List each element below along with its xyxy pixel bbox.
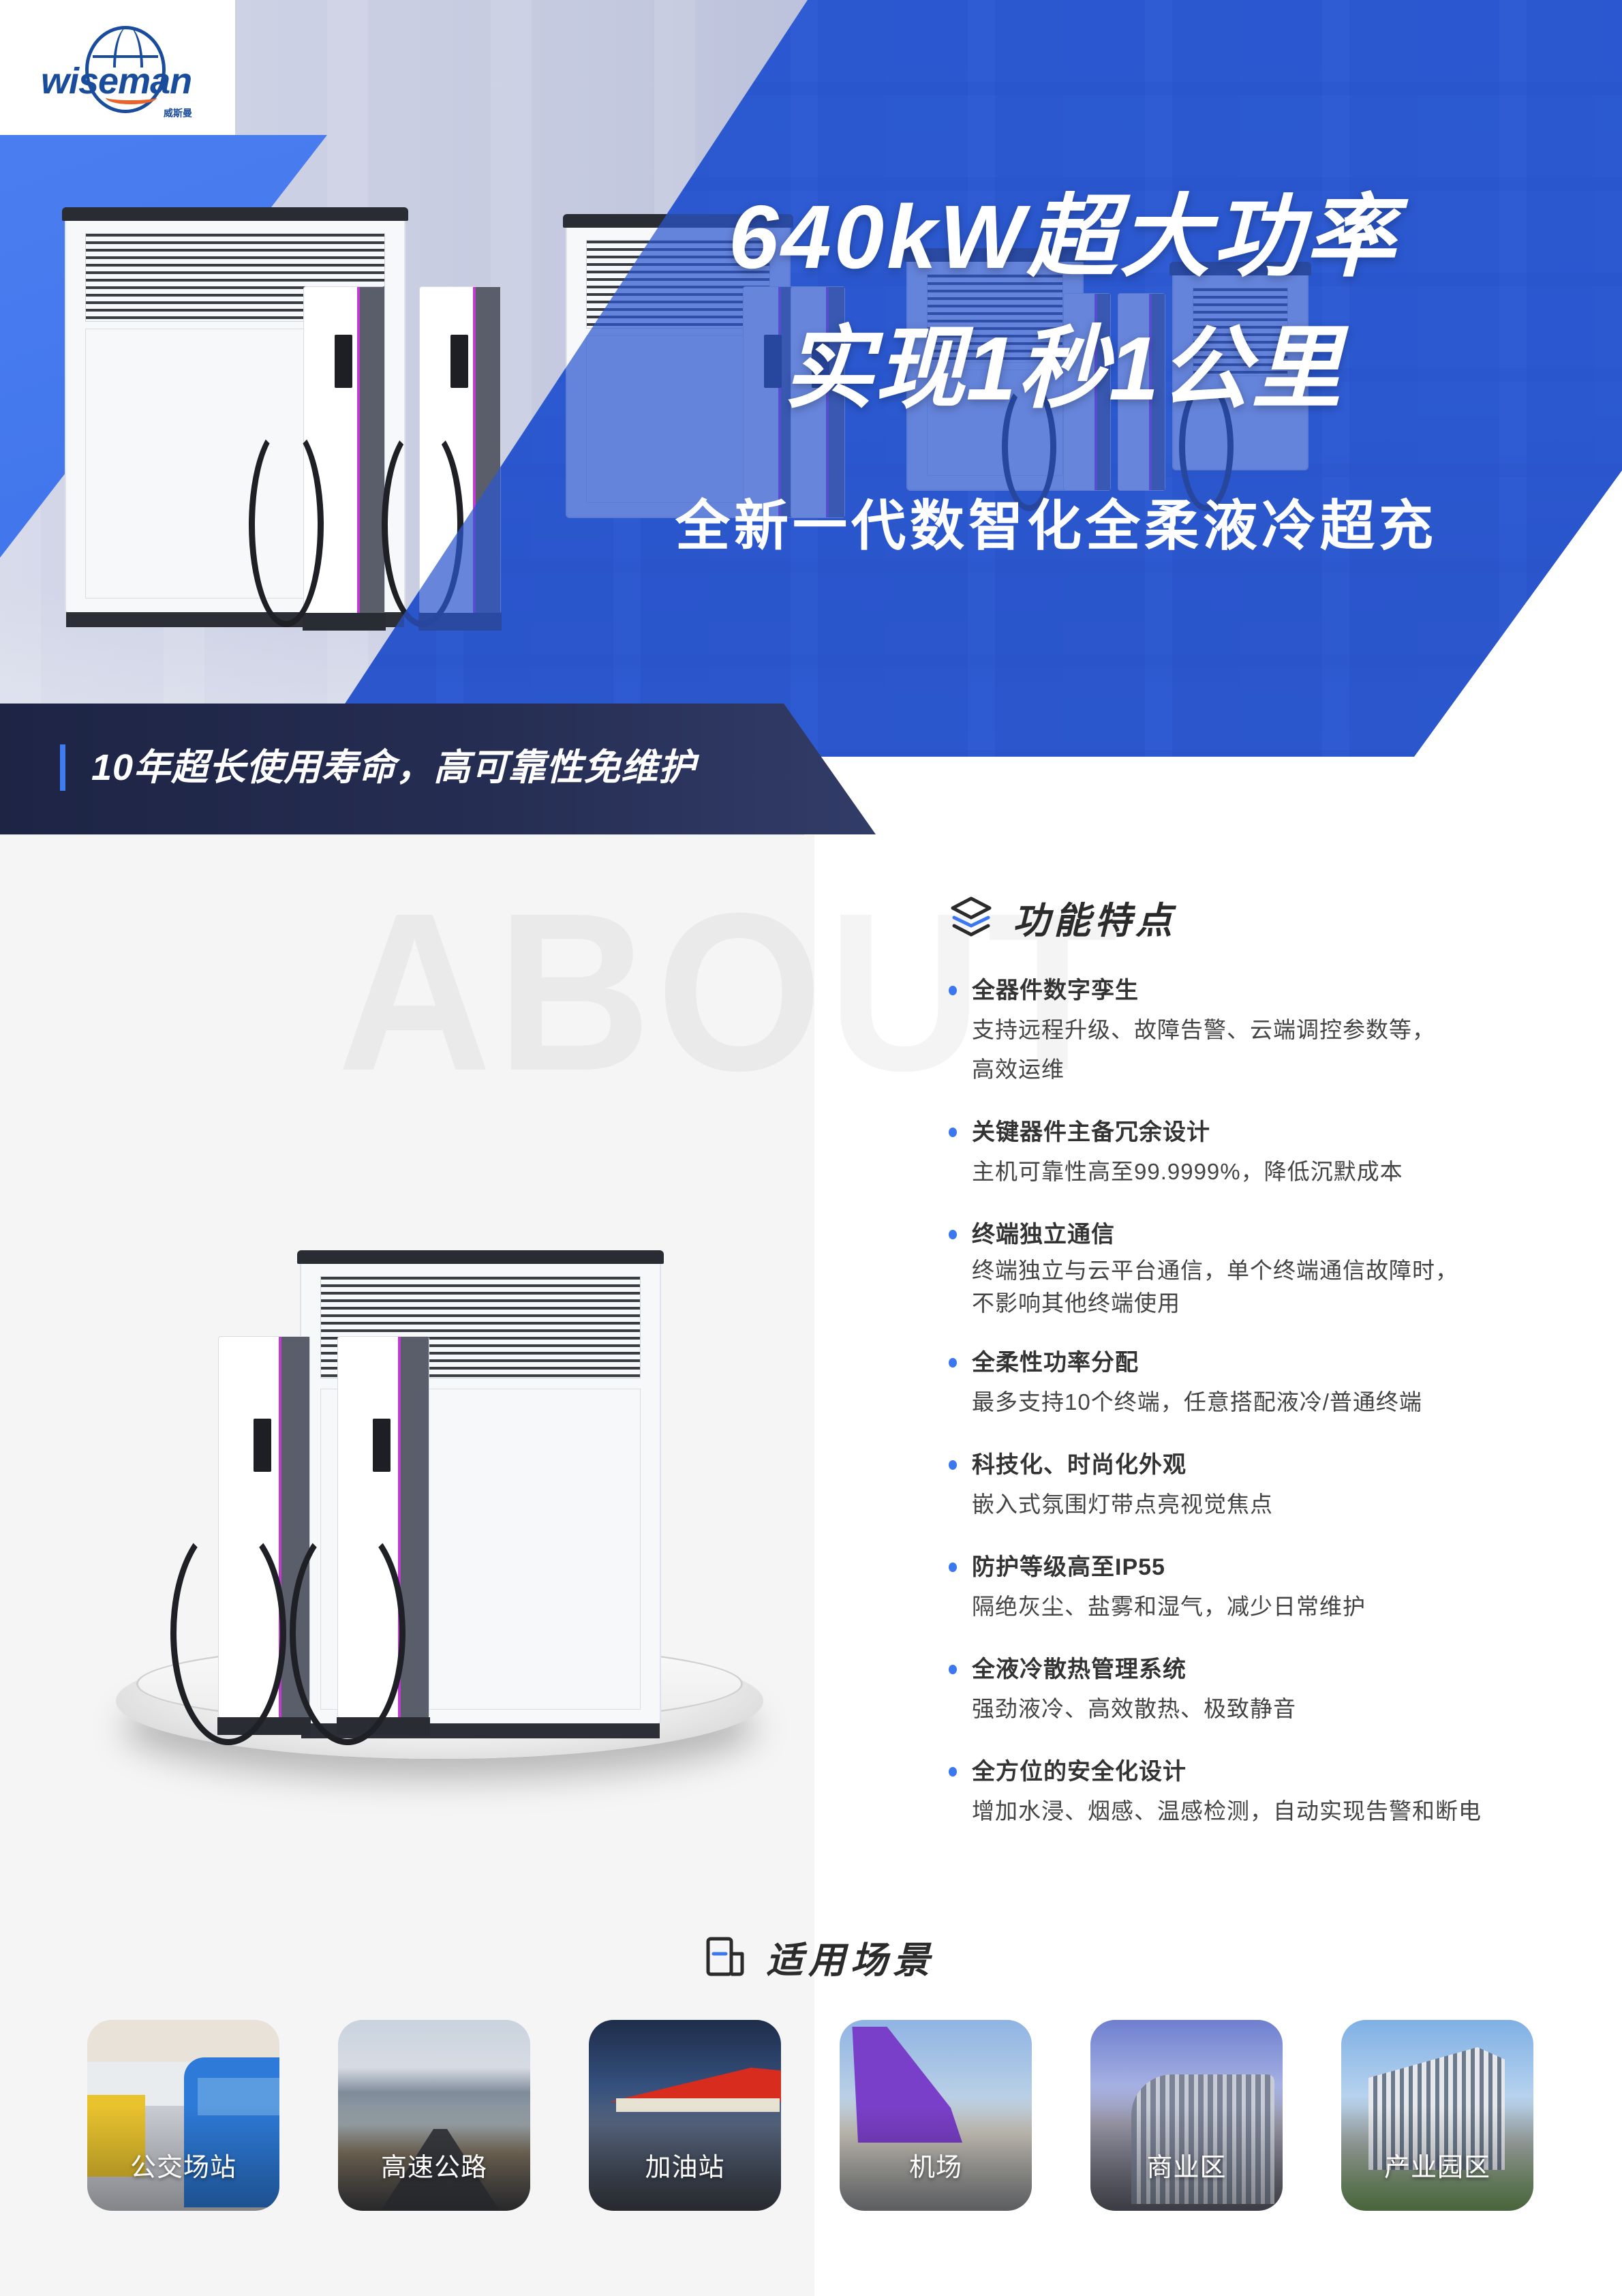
scenario-cards: 公交场站 高速公路 加油站 机场 商业区 产业园区 bbox=[87, 2020, 1535, 2211]
bullet-dot-icon bbox=[949, 1767, 957, 1777]
mall-building-image bbox=[1131, 2074, 1274, 2204]
feature-title: 科技化、时尚化外观 bbox=[972, 1452, 1187, 1478]
gas-canopy-image bbox=[609, 2068, 781, 2102]
feature-title: 全液冷散热管理系统 bbox=[972, 1657, 1187, 1682]
hero-headline-line1: 640kW超大功率 bbox=[728, 187, 1398, 287]
bus-window bbox=[198, 2078, 279, 2115]
globe-icon bbox=[85, 26, 166, 113]
scenario-card-airport[interactable]: 机场 bbox=[840, 2020, 1032, 2211]
logo-chinese-name: 威斯曼 bbox=[164, 108, 192, 119]
scenario-card-highway[interactable]: 高速公路 bbox=[338, 2020, 530, 2211]
card-shade bbox=[338, 2106, 530, 2211]
feature-item: 全液冷散热管理系统 强劲液冷、高效散热、极致静音 bbox=[949, 1652, 1562, 1729]
feature-description-line: 终端独立与云平台通信，单个终端通信故障时， bbox=[972, 1258, 1458, 1283]
scenarios-title: 适用场景 bbox=[766, 1939, 935, 1981]
feature-description-line: 高效运维 bbox=[972, 1057, 1065, 1082]
charging-post bbox=[303, 286, 386, 631]
layers-icon bbox=[951, 896, 992, 937]
gas-canopy-ceiling bbox=[616, 2098, 780, 2112]
feature-title: 全柔性功率分配 bbox=[972, 1350, 1139, 1376]
charging-cable bbox=[170, 1520, 286, 1745]
feature-item: 防护等级高至IP55 隔绝灰尘、盐雾和湿气，减少日常维护 bbox=[949, 1550, 1562, 1627]
scenario-label: 商业区 bbox=[1146, 2154, 1227, 2182]
post-screen bbox=[334, 335, 352, 388]
logo-wordmark: wiseman bbox=[41, 61, 192, 102]
feature-description-line: 不影响其他终端使用 bbox=[972, 1290, 1180, 1316]
logo-swoosh bbox=[106, 91, 157, 104]
feature-list: 全器件数字孪生 支持远程升级、故障告警、云端调控参数等， 高效运维 关键器件主备… bbox=[949, 973, 1562, 1831]
bullet-dot-icon bbox=[949, 1358, 957, 1368]
product-showcase-image bbox=[75, 1213, 770, 1786]
charging-cable bbox=[290, 1520, 406, 1745]
scenarios-heading: 适用场景 bbox=[706, 1929, 935, 1984]
logo-container: wiseman 威斯曼 bbox=[0, 0, 235, 135]
hero-headline-line2: 实现1秒1公里 bbox=[783, 318, 1343, 419]
feature-description-line: 最多支持10个终端，任意搭配液冷/普通终端 bbox=[972, 1389, 1422, 1415]
cabinet-top bbox=[62, 207, 408, 221]
scenario-label: 高速公路 bbox=[380, 2154, 487, 2182]
scenario-card-industrial-park[interactable]: 产业园区 bbox=[1341, 2020, 1533, 2211]
scenario-label: 加油站 bbox=[645, 2154, 725, 2182]
bullet-dot-icon bbox=[949, 1665, 957, 1674]
bus-charger-image bbox=[87, 2095, 145, 2177]
hero-section: wiseman 威斯曼 640kW超大功率 实现1秒1公里 全新一代数智化全柔液… bbox=[0, 0, 1622, 835]
scenario-card-gas-station[interactable]: 加油站 bbox=[589, 2020, 781, 2211]
banner-accent-bar bbox=[60, 744, 65, 791]
scenario-card-bus-depot[interactable]: 公交场站 bbox=[87, 2020, 279, 2211]
post-screen bbox=[372, 1419, 391, 1472]
feature-item: 科技化、时尚化外观 嵌入式氛围灯带点亮视觉焦点 bbox=[949, 1448, 1562, 1524]
banner-text: 10年超长使用寿命，高可靠性免维护 bbox=[91, 747, 697, 788]
feature-item: 全器件数字孪生 支持远程升级、故障告警、云端调控参数等， 高效运维 bbox=[949, 973, 1562, 1089]
bullet-dot-icon bbox=[949, 1460, 957, 1470]
feature-title: 全方位的安全化设计 bbox=[972, 1759, 1187, 1785]
post-screen bbox=[253, 1419, 271, 1472]
card-shade bbox=[589, 2106, 781, 2211]
charging-cable bbox=[249, 423, 324, 627]
feature-description-line: 嵌入式氛围灯带点亮视觉焦点 bbox=[972, 1492, 1273, 1517]
scenario-label: 机场 bbox=[908, 2154, 962, 2182]
card-shade bbox=[1341, 2106, 1533, 2211]
card-shade bbox=[840, 2106, 1032, 2211]
feature-description-line: 支持远程升级、故障告警、云端调控参数等， bbox=[972, 1017, 1435, 1042]
feature-title: 防护等级高至IP55 bbox=[972, 1554, 1165, 1580]
feature-item: 全柔性功率分配 最多支持10个终端，任意搭配液冷/普通终端 bbox=[949, 1346, 1562, 1422]
bullet-dot-icon bbox=[949, 986, 957, 995]
wiseman-logo[interactable]: wiseman 威斯曼 bbox=[41, 26, 204, 119]
hero-subheadline: 全新一代数智化全柔液冷超充 bbox=[675, 496, 1437, 556]
post-screen bbox=[450, 335, 468, 388]
bullet-dot-icon bbox=[949, 1562, 957, 1572]
feature-item: 终端独立通信 终端独立与云平台通信，单个终端通信故障时， 不影响其他终端使用 bbox=[949, 1218, 1562, 1320]
cabinet-top bbox=[297, 1250, 664, 1264]
bullet-dot-icon bbox=[949, 1230, 957, 1239]
feature-item: 全方位的安全化设计 增加水浸、烟感、温感检测，自动实现告警和断电 bbox=[949, 1755, 1562, 1831]
feature-item: 关键器件主备冗余设计 主机可靠性高至99.9999%，降低沉默成本 bbox=[949, 1115, 1562, 1192]
lifespan-banner bbox=[0, 704, 876, 834]
feature-description-line: 隔绝灰尘、盐雾和湿气，减少日常维护 bbox=[972, 1594, 1366, 1619]
feature-title: 终端独立通信 bbox=[972, 1222, 1115, 1248]
scenario-label: 公交场站 bbox=[129, 2154, 236, 2182]
scenario-label: 产业园区 bbox=[1383, 2154, 1490, 2182]
card-shade bbox=[1090, 2106, 1283, 2211]
post-foot bbox=[303, 613, 386, 631]
post-side-panel bbox=[356, 287, 384, 613]
features-heading: 功能特点 bbox=[949, 893, 1176, 941]
feature-description-line: 增加水浸、烟感、温感检测，自动实现告警和断电 bbox=[972, 1798, 1482, 1824]
feature-description-line: 主机可靠性高至99.9999%，降低沉默成本 bbox=[972, 1159, 1403, 1184]
scenario-card-commercial[interactable]: 商业区 bbox=[1090, 2020, 1283, 2211]
bullet-dot-icon bbox=[949, 1128, 957, 1137]
feature-description-line: 强劲液冷、高效散热、极致静音 bbox=[972, 1696, 1296, 1721]
feature-title: 关键器件主备冗余设计 bbox=[972, 1119, 1210, 1145]
card-shade bbox=[87, 2106, 279, 2211]
document-icon bbox=[706, 1937, 744, 1976]
feature-title: 全器件数字孪生 bbox=[972, 978, 1139, 1003]
features-title: 功能特点 bbox=[1013, 900, 1176, 941]
